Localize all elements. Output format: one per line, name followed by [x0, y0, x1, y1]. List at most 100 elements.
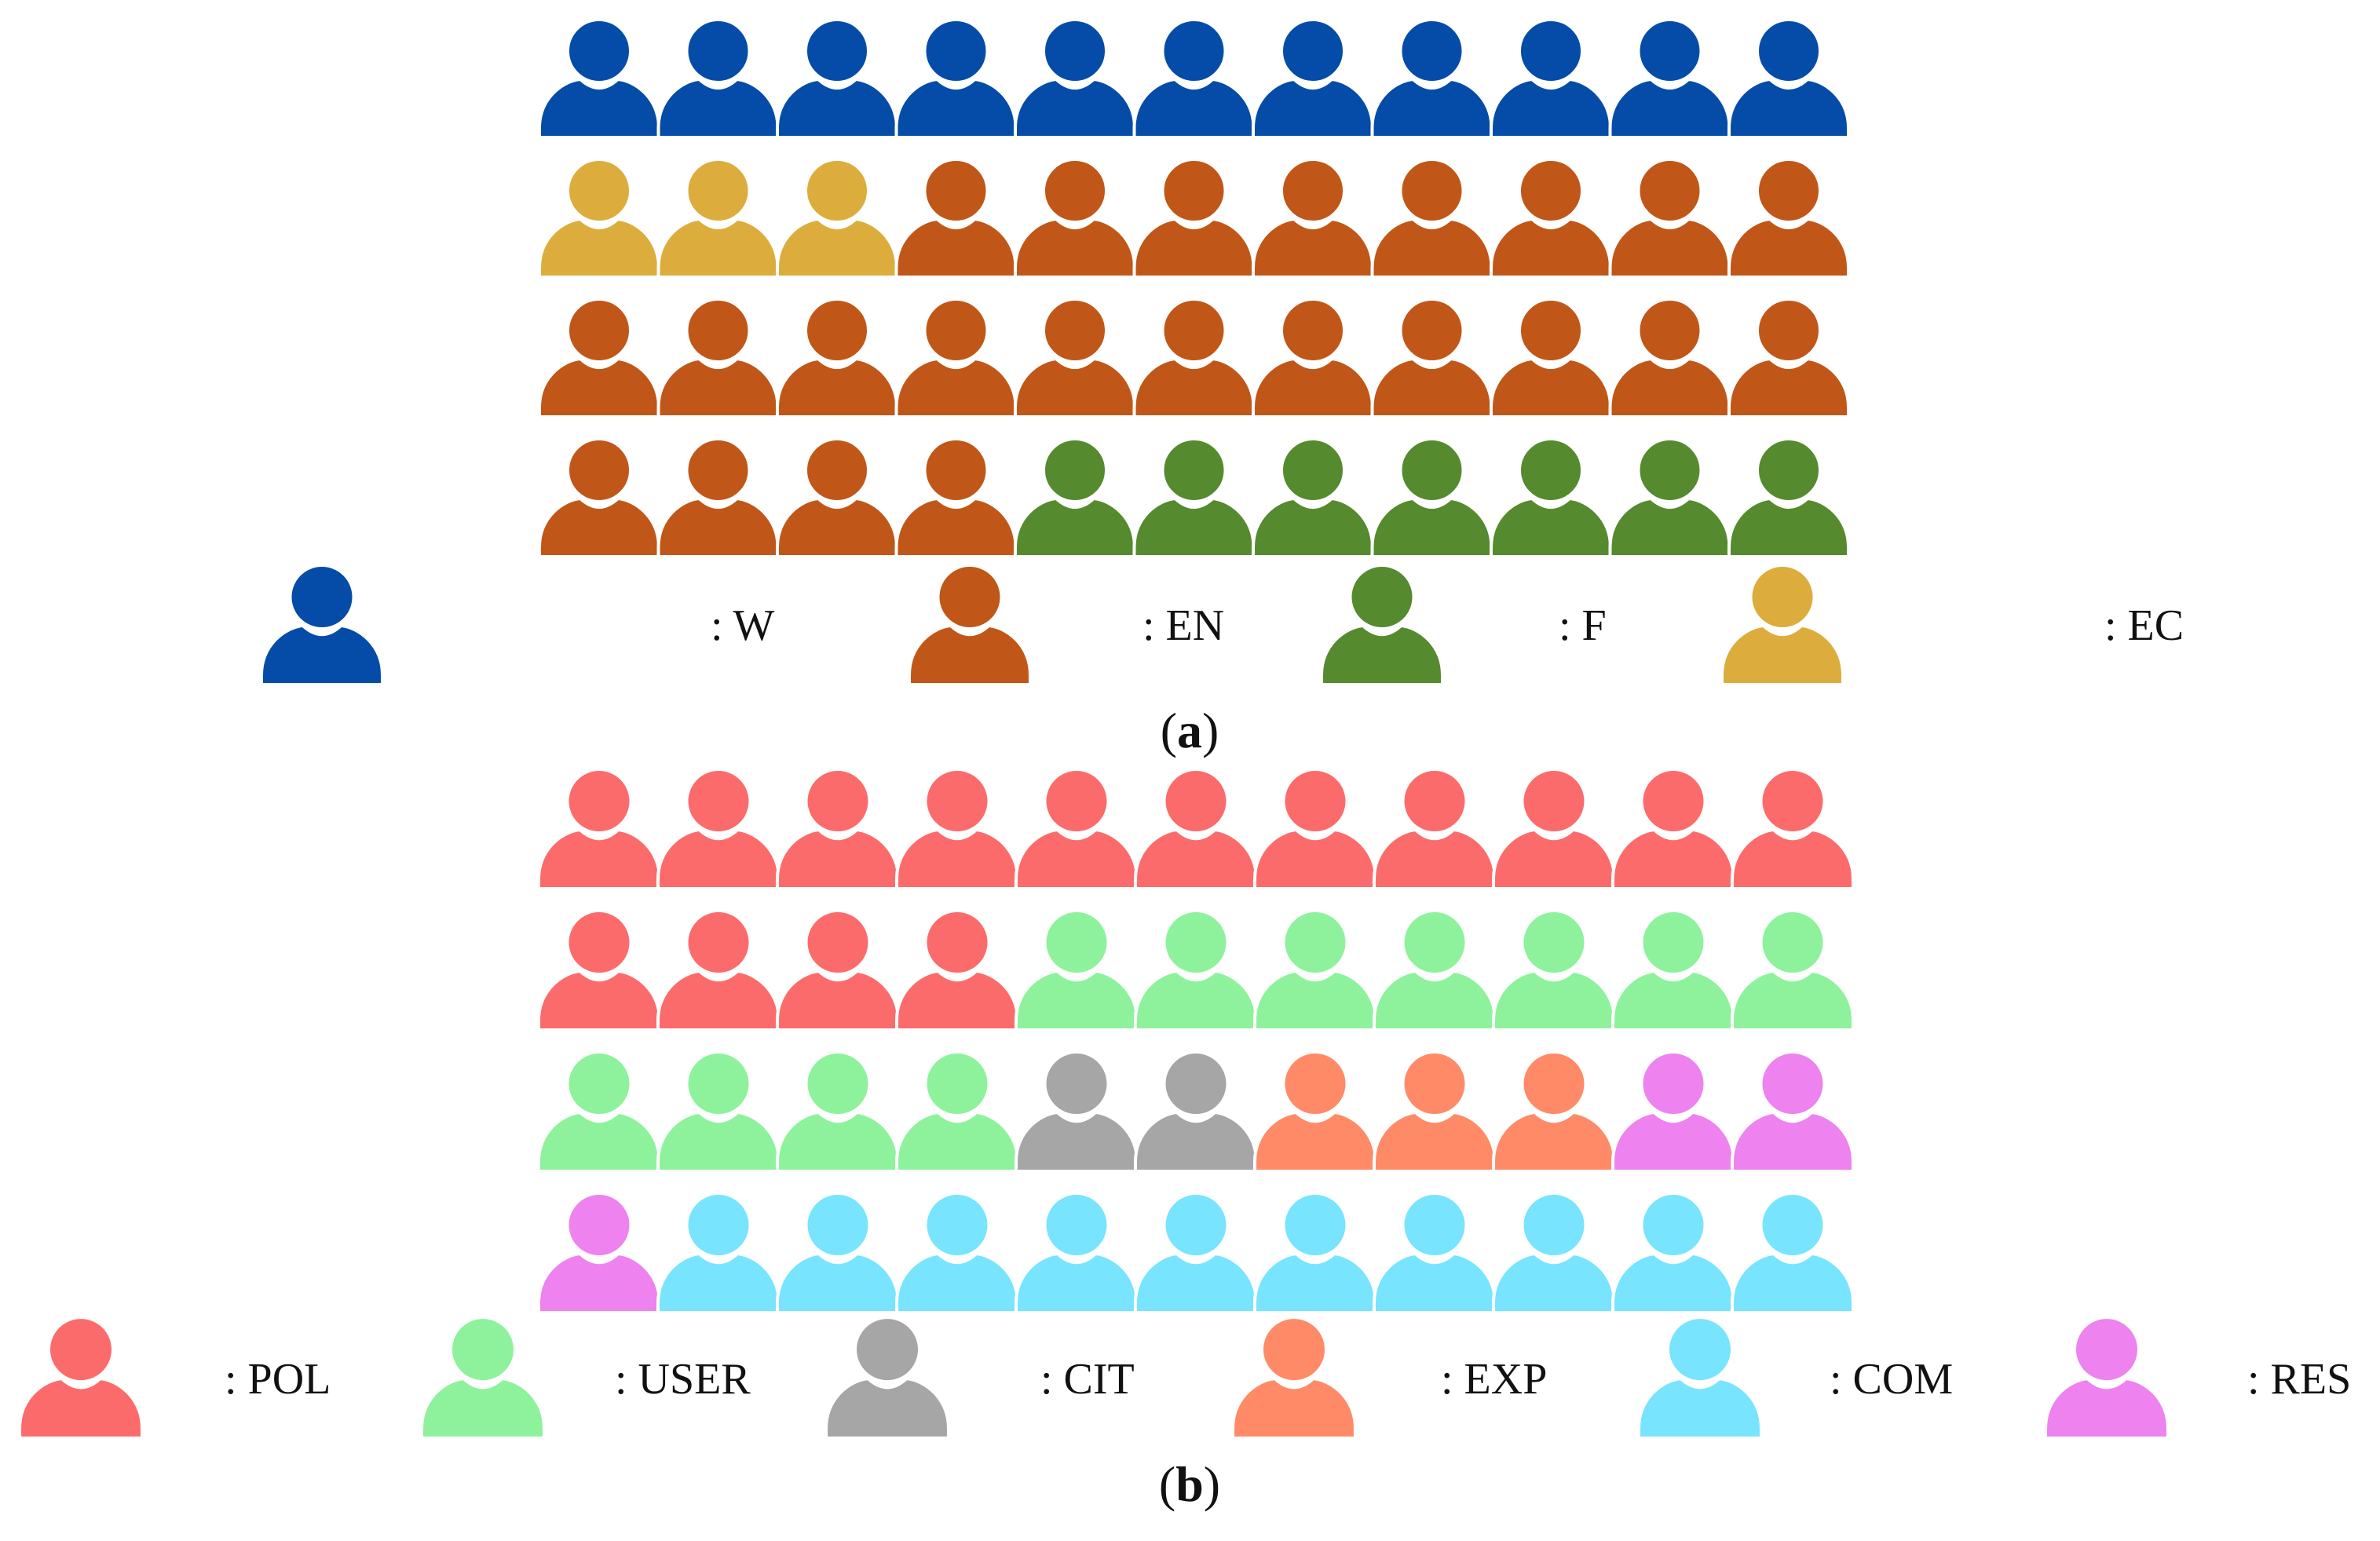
person-icon-user [1732, 911, 1853, 1030]
panel-b: : POL: USER: CIT: EXP: COM: RES (b) [20, 769, 2351, 1512]
legend-item-com: : COM [1639, 1317, 1953, 1438]
legend-person-icon-f [1322, 565, 1442, 685]
person-icon-user [539, 1052, 660, 1171]
person-icon-user [1016, 911, 1137, 1030]
person-icon-user [1613, 911, 1734, 1030]
person-icon-com [1135, 1193, 1256, 1313]
legend-item-w: : W [261, 565, 775, 685]
legend-person-icon-exp [1233, 1317, 1355, 1438]
legend-person-icon-pol [20, 1317, 142, 1438]
legend-person-icon-w [261, 565, 382, 685]
person-icon-en [1014, 158, 1136, 279]
person-icon-en [1132, 298, 1256, 418]
person-icon-user [1374, 911, 1495, 1030]
legend-item-ec: : EC [1722, 565, 2184, 685]
legend-item-res: : RES [2045, 1317, 2351, 1438]
legend-item-f: : F [1322, 565, 1607, 685]
legend-label-com: : COM [1830, 1355, 1953, 1404]
person-icon-pol [897, 911, 1018, 1030]
person-icon-f [1608, 437, 1731, 558]
legend-item-cit: : CIT [826, 1317, 1135, 1438]
person-icon-pol [897, 769, 1018, 889]
person-icon-en [1132, 158, 1256, 279]
person-icon-res [1613, 1052, 1734, 1171]
person-icon-user [658, 1052, 779, 1171]
legend-item-pol: : POL [20, 1317, 331, 1438]
person-icon-cit [1016, 1052, 1137, 1171]
person-icon-com [1613, 1193, 1734, 1313]
person-icon-en [894, 158, 1018, 279]
person-icon-en [1727, 298, 1850, 418]
person-icon-com [777, 1193, 898, 1313]
person-icon-w [1132, 18, 1256, 139]
person-icon-w [1370, 18, 1493, 139]
pictogram-grid-b [539, 769, 1853, 1313]
person-icon-f [1132, 437, 1256, 558]
person-icon-f [1252, 437, 1374, 558]
person-icon-en [1608, 298, 1731, 418]
legend-label-f: : F [1559, 601, 1607, 650]
legend-label-user: : USER [615, 1355, 751, 1404]
person-icon-pol [658, 911, 779, 1030]
person-icon-w [1490, 18, 1612, 139]
person-icon-en [538, 298, 660, 418]
person-icon-user [1135, 911, 1256, 1030]
person-icon-en [894, 298, 1018, 418]
person-icon-f [1490, 437, 1612, 558]
legend-label-exp: : EXP [1441, 1355, 1547, 1404]
person-icon-pol [1493, 769, 1614, 889]
person-icon-com [1732, 1193, 1853, 1313]
legend-label-pol: : POL [225, 1355, 331, 1404]
legend-label-res: : RES [2247, 1355, 2351, 1404]
person-icon-user [1493, 911, 1614, 1030]
person-icon-en [776, 437, 898, 558]
legend-label-ec: : EC [2104, 601, 2184, 650]
person-icon-f [1727, 437, 1850, 558]
person-icon-f [1370, 437, 1493, 558]
person-icon-pol [1135, 769, 1256, 889]
person-icon-com [658, 1193, 779, 1313]
person-icon-exp [1255, 1052, 1376, 1171]
person-icon-en [656, 437, 780, 558]
person-icon-en [1252, 158, 1374, 279]
person-icon-en [1490, 158, 1612, 279]
legend-label-w: : W [711, 601, 775, 650]
person-icon-w [656, 18, 780, 139]
person-icon-w [1608, 18, 1731, 139]
legend-a: : W : EN : F : EC [261, 565, 2184, 685]
legend-person-icon-com [1639, 1317, 1761, 1438]
legend-person-icon-cit [826, 1317, 949, 1438]
person-icon-en [1252, 298, 1374, 418]
legend-label-en: : EN [1142, 601, 1224, 650]
person-icon-pol [777, 769, 898, 889]
person-icon-com [1374, 1193, 1495, 1313]
person-icon-user [897, 1052, 1018, 1171]
person-icon-en [1490, 298, 1612, 418]
person-icon-en [1370, 158, 1493, 279]
person-icon-w [1014, 18, 1136, 139]
person-icon-ec [656, 158, 780, 279]
person-icon-en [656, 298, 780, 418]
legend-label-cit: : CIT [1040, 1355, 1135, 1404]
person-icon-en [1370, 298, 1493, 418]
person-icon-res [1732, 1052, 1853, 1171]
person-icon-com [1255, 1193, 1376, 1313]
person-icon-en [776, 298, 898, 418]
legend-item-en: : EN [909, 565, 1224, 685]
person-icon-en [1014, 298, 1136, 418]
person-icon-ec [776, 158, 898, 279]
person-icon-cit [1135, 1052, 1256, 1171]
person-icon-w [1727, 18, 1850, 139]
pictogram-grid-a [538, 18, 1850, 558]
person-icon-pol [1613, 769, 1734, 889]
person-icon-en [1727, 158, 1850, 279]
legend-person-icon-ec [1722, 565, 1843, 685]
legend-item-user: : USER [422, 1317, 751, 1438]
person-icon-pol [1255, 769, 1376, 889]
person-icon-pol [1016, 769, 1137, 889]
legend-person-icon-user [422, 1317, 544, 1438]
person-icon-pol [539, 911, 660, 1030]
person-icon-w [894, 18, 1018, 139]
person-icon-pol [1732, 769, 1853, 889]
person-icon-com [1016, 1193, 1137, 1313]
